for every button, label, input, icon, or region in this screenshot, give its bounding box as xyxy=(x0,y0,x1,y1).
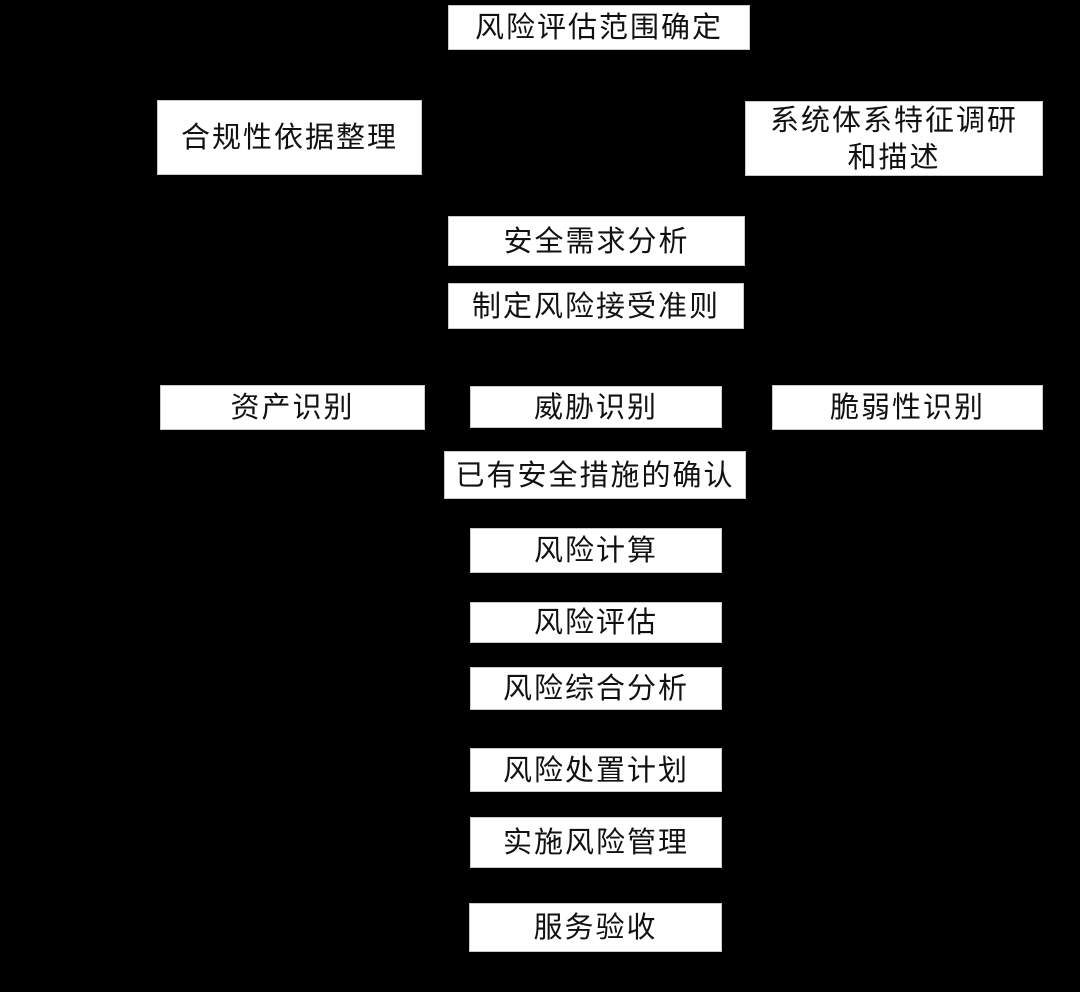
flow-node-label: 制定风险接受准则 xyxy=(471,288,720,323)
flow-node-scope-definition: 风险评估范围确定 xyxy=(448,5,750,50)
flow-node-label: 风险综合分析 xyxy=(502,671,689,706)
flow-node-existing-measures-confirmation: 已有安全措施的确认 xyxy=(444,451,746,499)
flow-node-label: 风险评估范围确定 xyxy=(474,10,723,45)
flow-node-label: 已有安全措施的确认 xyxy=(455,457,735,492)
flow-node-threat-identification: 威胁识别 xyxy=(470,386,722,428)
flow-node-risk-calculation: 风险计算 xyxy=(470,528,722,573)
flow-node-vulnerability-identification: 脆弱性识别 xyxy=(772,385,1043,430)
flow-node-system-characteristics: 系统体系特征调研和描述 xyxy=(745,101,1043,176)
flow-node-label: 合规性依据整理 xyxy=(180,120,398,155)
flow-node-label: 资产识别 xyxy=(230,390,355,425)
flow-node-asset-identification: 资产识别 xyxy=(160,385,425,430)
flow-node-label: 实施风险管理 xyxy=(502,825,689,860)
flow-node-label: 服务验收 xyxy=(533,910,658,945)
flow-node-label: 威胁识别 xyxy=(533,389,658,424)
flow-node-risk-comprehensive-analysis: 风险综合分析 xyxy=(470,667,722,710)
flow-node-compliance-basis: 合规性依据整理 xyxy=(157,100,422,175)
flow-node-label: 系统体系特征调研 xyxy=(769,103,1018,138)
flow-node-risk-evaluation: 风险评估 xyxy=(470,602,722,643)
flow-node-security-requirements-analysis: 安全需求分析 xyxy=(448,216,745,266)
flow-node-risk-treatment-plan: 风险处置计划 xyxy=(470,748,722,792)
flow-node-label: 风险评估 xyxy=(533,605,658,640)
flow-node-label: 风险计算 xyxy=(533,533,658,568)
flow-node-label: 和描述 xyxy=(847,139,941,174)
flow-node-risk-acceptance-criteria: 制定风险接受准则 xyxy=(448,283,744,329)
flow-node-label: 脆弱性识别 xyxy=(829,390,985,425)
flow-node-risk-management-implementation: 实施风险管理 xyxy=(470,817,722,868)
flow-node-label: 安全需求分析 xyxy=(503,223,690,258)
flow-node-label: 风险处置计划 xyxy=(502,752,689,787)
flow-node-service-acceptance: 服务验收 xyxy=(469,903,722,952)
